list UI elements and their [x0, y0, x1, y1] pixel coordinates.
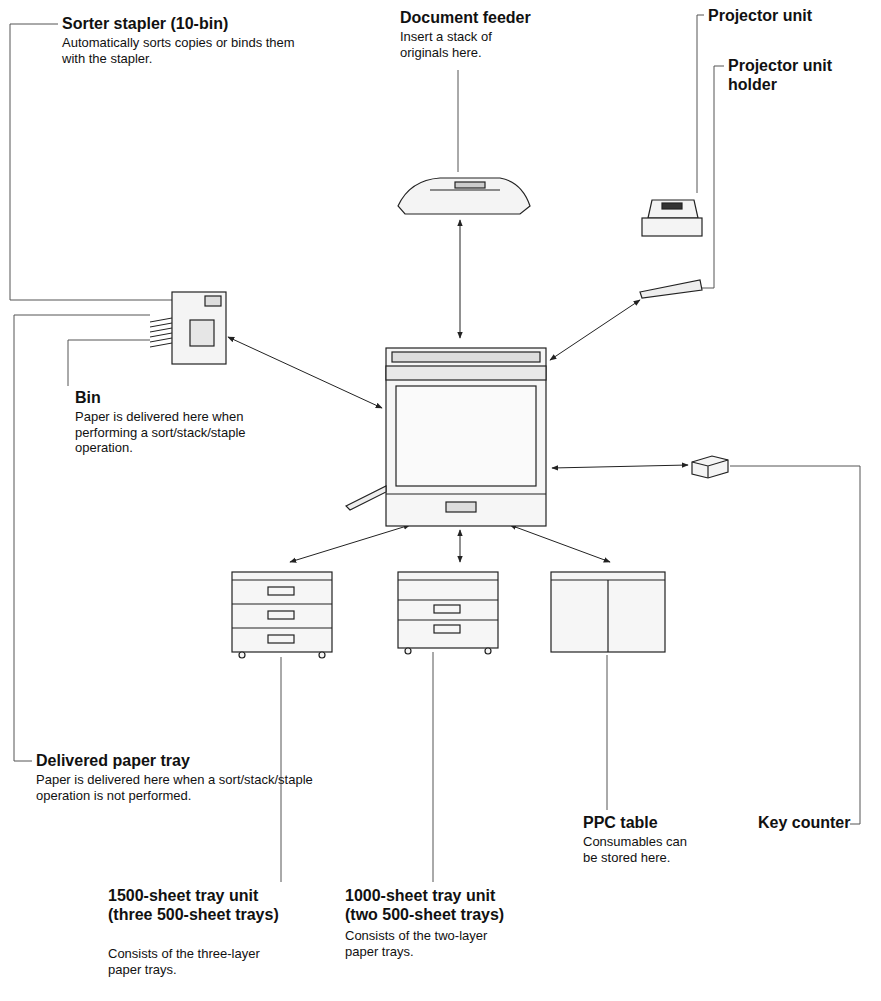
part-note: Insert a stack of originals here. — [400, 29, 525, 60]
sorter-stapler — [150, 292, 226, 364]
key-counter — [692, 456, 728, 478]
ppc-table — [551, 572, 665, 652]
part-name: PPC table — [583, 813, 703, 832]
projector-unit-holder — [640, 280, 702, 298]
tray-unit-1500 — [232, 572, 332, 658]
part-note: Consists of the two-layer paper trays. — [345, 928, 520, 959]
part-name: Bin — [75, 388, 225, 407]
part-name: Delivered paper tray — [36, 751, 326, 770]
projector-unit — [642, 200, 702, 236]
part-note: Automatically sorts copies or binds them… — [62, 35, 312, 66]
leader-lines — [10, 15, 860, 882]
part-note: Paper is delivered here when performing … — [75, 409, 260, 456]
part-name: Key counter — [758, 813, 868, 832]
part-note: Paper is delivered here when a sort/stac… — [36, 772, 326, 803]
part-name: Document feeder — [400, 8, 550, 27]
part-name: Projector unit holder — [728, 56, 876, 94]
attach-arrows — [228, 220, 688, 562]
part-name: 1500-sheet tray unit (three 500-sheet tr… — [108, 886, 283, 924]
tray-unit-1000 — [398, 572, 498, 654]
part-note: Consists of the three-layer paper trays. — [108, 946, 283, 977]
part-name: Projector unit — [708, 6, 858, 25]
document-feeder — [398, 178, 530, 214]
part-note: Consumables can be stored here. — [583, 834, 703, 865]
copier-main-unit — [346, 348, 546, 526]
part-name: 1000-sheet tray unit (two 500-sheet tray… — [345, 886, 530, 924]
part-name: Sorter stapler (10-bin) — [62, 14, 312, 33]
